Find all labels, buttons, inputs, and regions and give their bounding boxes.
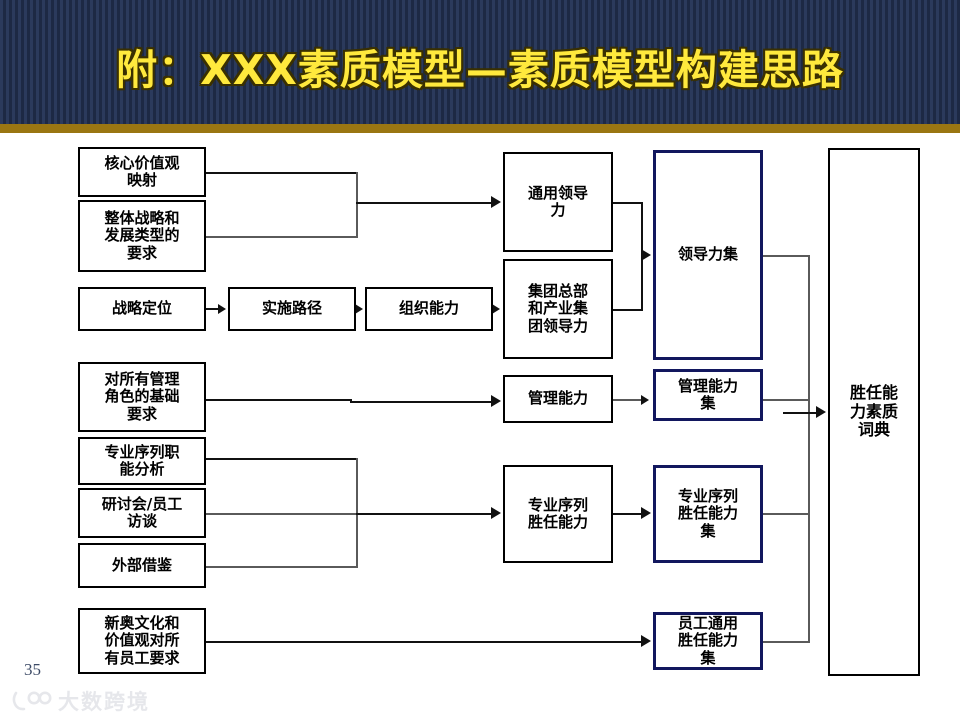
capability-box-professional-competency: 专业序列胜任能力 bbox=[503, 465, 613, 563]
capability-box-hq-industry-leadership: 集团总部和产业集团领导力 bbox=[503, 259, 613, 359]
connector-collector-vertical bbox=[808, 255, 810, 643]
arrow-to-organizational-capability bbox=[355, 304, 363, 314]
arrow-to-implementation-path bbox=[218, 304, 226, 314]
input-box-workshop-interviews: 研讨会/员工访谈 bbox=[78, 488, 206, 538]
slide-header-rule bbox=[0, 124, 960, 133]
capability-box-general-leadership: 通用领导力 bbox=[503, 152, 613, 252]
input-box-core-values: 核心价值观映射 bbox=[78, 147, 206, 197]
connector-positioning-to-path bbox=[206, 308, 218, 310]
set-box-management-capability-set: 管理能力集 bbox=[653, 369, 763, 421]
set-box-label: 专业序列胜任能力集 bbox=[677, 486, 738, 540]
set-box-employee-general-competency-set: 员工通用胜任能力集 bbox=[653, 612, 763, 670]
connector-professional-set-out bbox=[763, 513, 810, 515]
connector-management-set-out bbox=[763, 399, 810, 401]
connector-management-requirements-stub bbox=[206, 399, 352, 401]
connector-employee-set-out bbox=[763, 641, 810, 643]
page-number: 35 bbox=[24, 660, 41, 679]
watermark: 大数跨境 bbox=[12, 686, 150, 716]
output-box-competency-dictionary: 胜任能力素质词典 bbox=[828, 148, 920, 676]
arrow-to-management-capability-set bbox=[641, 395, 649, 405]
connector-collector-to-dictionary bbox=[783, 412, 816, 414]
connector-workshop-interviews-stub bbox=[206, 513, 358, 515]
arrow-to-professional-competency bbox=[491, 507, 501, 519]
arrow-to-hq-industry-leadership bbox=[492, 304, 500, 314]
connector-external-benchmarking-stub bbox=[206, 566, 358, 568]
page-title: 附：XXX素质模型—素质模型构建思路 bbox=[116, 46, 844, 94]
connector-lower-bracket-to-professional-competency bbox=[356, 513, 491, 515]
input-box-overall-strategy: 整体战略和发展类型的要求 bbox=[78, 200, 206, 272]
input-box-label: 新奥文化和价值观对所有员工要求 bbox=[104, 613, 180, 667]
arrow-to-general-leadership bbox=[491, 196, 501, 208]
input-box-implementation-path: 实施路径 bbox=[228, 287, 356, 331]
connector-professional-analysis-stub bbox=[206, 458, 358, 460]
input-box-label: 整体战略和发展类型的要求 bbox=[104, 208, 180, 262]
input-box-strategic-positioning: 战略定位 bbox=[78, 287, 206, 331]
connector-management-requirements-run bbox=[350, 401, 491, 403]
capability-box-management-capability: 管理能力 bbox=[503, 375, 613, 423]
capability-box-label: 通用领导力 bbox=[527, 183, 588, 219]
connector-overall-strategy-stub bbox=[206, 236, 358, 238]
input-box-management-role-requirements: 对所有管理角色的基础要求 bbox=[78, 362, 206, 432]
arrow-to-employee-general-competency-set bbox=[641, 635, 651, 647]
watermark-text: 大数跨境 bbox=[58, 690, 150, 714]
input-box-professional-sequence-analysis: 专业序列职能分析 bbox=[78, 437, 206, 485]
input-box-external-benchmarking: 外部借鉴 bbox=[78, 543, 206, 588]
capability-box-label: 管理能力 bbox=[527, 389, 588, 408]
connector-professional-competency-to-set bbox=[613, 513, 641, 515]
connector-top-bracket-to-general-leadership bbox=[356, 202, 491, 204]
set-box-leadership-set: 领导力集 bbox=[653, 150, 763, 360]
capability-box-label: 专业序列胜任能力 bbox=[527, 495, 588, 531]
set-box-label: 领导力集 bbox=[677, 245, 738, 264]
arrow-to-leadership-set bbox=[641, 249, 651, 261]
connector-core-values-stub bbox=[206, 172, 358, 174]
slide-header-band bbox=[0, 0, 960, 124]
input-box-label: 核心价值观映射 bbox=[104, 153, 180, 189]
input-box-label: 组织能力 bbox=[398, 299, 459, 318]
connector-hq-leadership-stub bbox=[613, 309, 643, 311]
arrow-to-professional-competency-set bbox=[641, 507, 651, 519]
input-box-label: 对所有管理角色的基础要求 bbox=[104, 369, 180, 423]
connector-top-bracket-vertical bbox=[356, 172, 358, 238]
capability-box-label: 集团总部和产业集团领导力 bbox=[527, 281, 588, 335]
set-box-label: 员工通用胜任能力集 bbox=[677, 613, 738, 667]
arrow-to-management-capability bbox=[491, 395, 501, 407]
connector-leadership-set-out bbox=[763, 255, 810, 257]
connector-management-capability-to-set bbox=[613, 399, 641, 401]
output-box-label: 胜任能力素质词典 bbox=[849, 383, 898, 440]
input-box-label: 研讨会/员工访谈 bbox=[101, 494, 183, 530]
connector-general-leadership-stub bbox=[613, 202, 643, 204]
input-box-label: 实施路径 bbox=[261, 299, 322, 318]
input-box-label: 战略定位 bbox=[111, 299, 172, 318]
input-box-culture-values-all-employees: 新奥文化和价值观对所有员工要求 bbox=[78, 608, 206, 674]
set-box-label: 管理能力集 bbox=[677, 376, 738, 412]
connector-culture-to-employee-set bbox=[206, 641, 641, 643]
input-box-label: 专业序列职能分析 bbox=[104, 442, 180, 478]
arrow-to-competency-dictionary bbox=[816, 406, 826, 418]
set-box-professional-competency-set: 专业序列胜任能力集 bbox=[653, 465, 763, 563]
watermark-logo-icon bbox=[12, 689, 52, 713]
input-box-label: 外部借鉴 bbox=[111, 555, 172, 574]
input-box-organizational-capability: 组织能力 bbox=[365, 287, 493, 331]
